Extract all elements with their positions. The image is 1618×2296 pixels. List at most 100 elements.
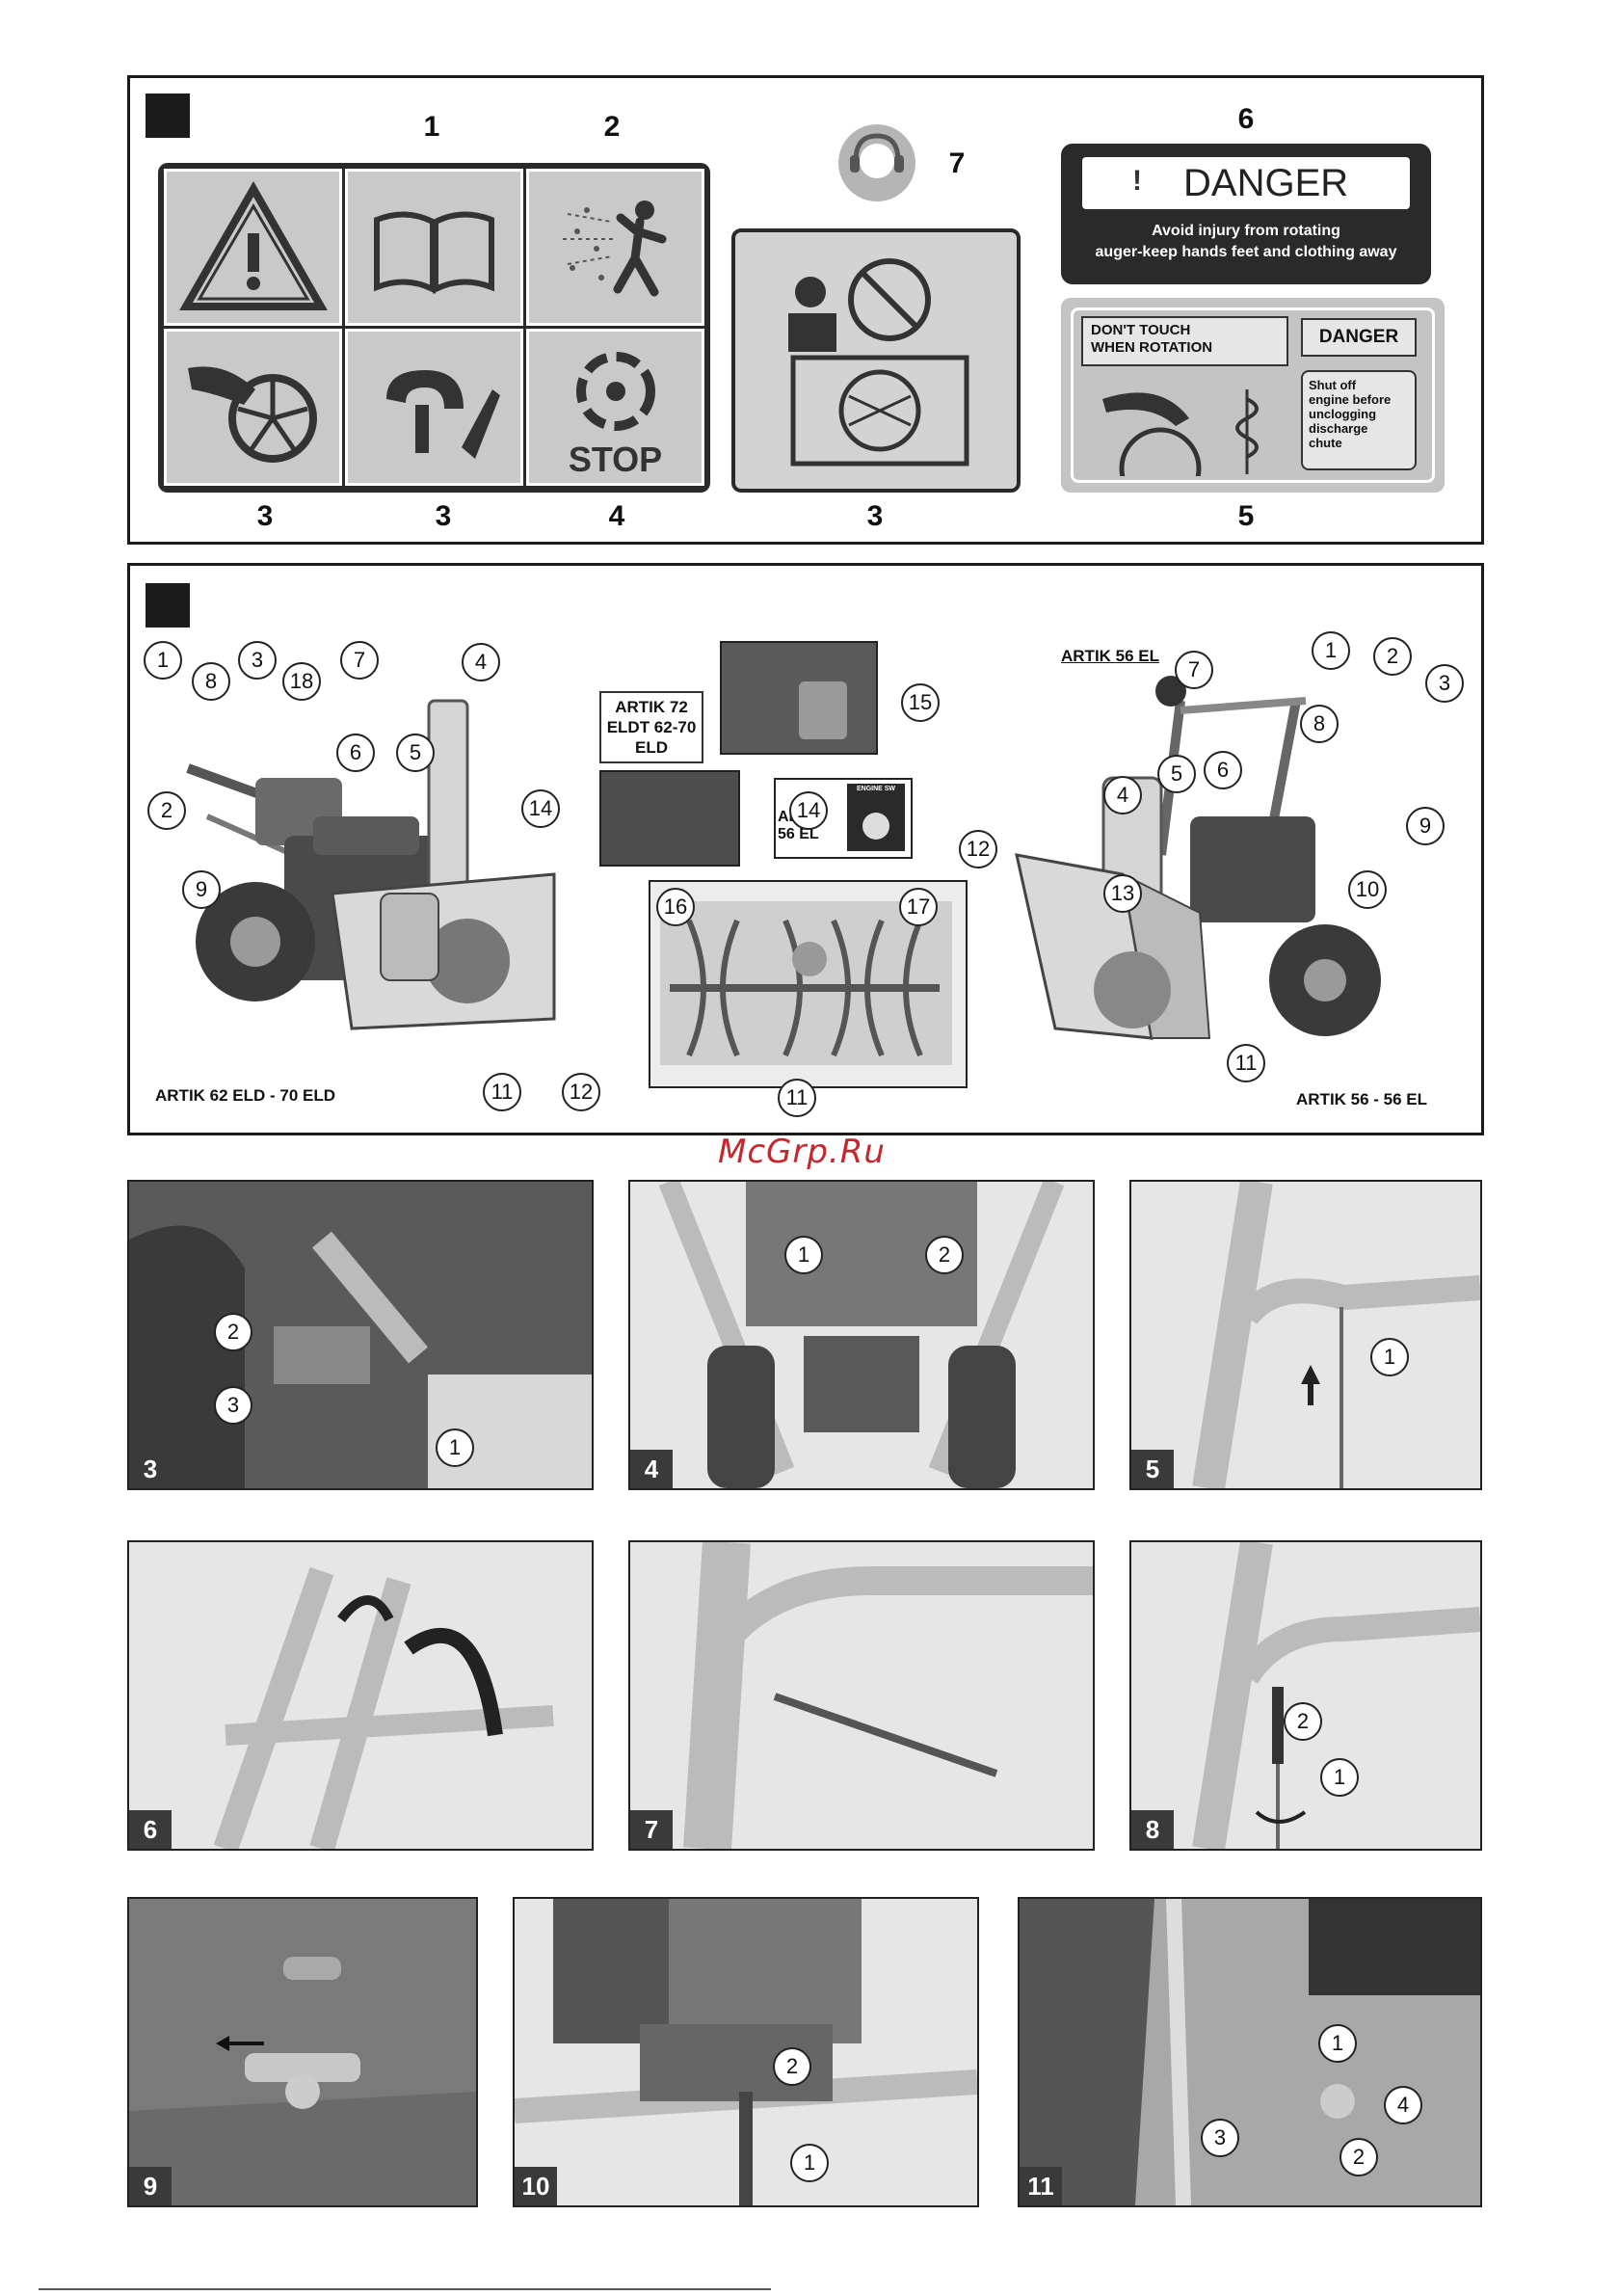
inset-72-label: ARTIK 72 ELDT 62-70 ELD [599,691,703,763]
panel-11-number: 11 [1020,2167,1062,2205]
panel-5-callout-1: 1 [1370,1338,1409,1376]
auger-hazard-pictogram [731,228,1021,493]
callout-1-right: 1 [1312,631,1350,670]
pictogram-grid: STOP [158,163,710,493]
panel-8-callout-1: 1 [1320,1758,1359,1797]
label-number-4: 4 [608,500,625,532]
panel-11-callout-4: 4 [1384,2086,1422,2124]
shut-off-text: Shut off engine before unclogging discha… [1309,378,1392,450]
warning-triangle-icon [164,169,342,326]
callout-8-right: 8 [1300,705,1339,743]
dont-touch-box: DON'T TOUCH WHEN ROTATION [1081,316,1288,366]
label-number-2: 2 [603,111,621,143]
panel-6: 6 [127,1540,594,1851]
engine-switch-label: ENGINE SW [856,786,896,792]
callout-14-inset: 14 [789,791,828,830]
callout-5-right: 5 [1157,755,1196,793]
warning-sign: DON'T TOUCH WHEN ROTATION DANGER Shut of… [1061,298,1445,493]
figure-2-marker [146,583,190,627]
callout-9-right: 9 [1406,807,1445,845]
panel-4-callout-2: 2 [925,1236,964,1274]
panel-8-callout-2: 2 [1284,1702,1322,1741]
model-label-56-el: ARTIK 56 EL [1061,647,1160,665]
page-footer-line [39,2288,771,2290]
panel-11-callout-1: 1 [1318,2024,1357,2063]
danger-line-2: auger-keep hands feet and clothing away [1095,244,1397,260]
panel-4-number: 4 [630,1450,673,1488]
panel-5: 1 5 [1129,1180,1482,1490]
panel-10-callout-2: 2 [773,2047,811,2086]
label-number-7: 7 [948,147,966,179]
model-label-56: ARTIK 56 - 56 EL [1296,1090,1428,1108]
panel-10-number: 10 [515,2167,557,2205]
label-number-3c: 3 [866,500,884,532]
snowblower-56-illustration [1015,676,1381,1040]
dont-touch-text: DON'T TOUCH WHEN ROTATION [1091,322,1213,356]
label-number-6: 6 [1237,103,1255,135]
snowblower-62-70-illustration [186,699,556,1030]
panel-8: 2 1 8 [1129,1540,1482,1851]
callout-2: 2 [147,791,186,830]
danger-title: DANGER [1183,162,1349,204]
callout-2-right: 2 [1373,637,1412,676]
label-number-3b: 3 [435,500,452,532]
panel-8-number: 8 [1131,1810,1174,1849]
panel-11-callout-3: 3 [1201,2119,1239,2157]
callout-6-right: 6 [1204,751,1242,789]
callout-15: 15 [901,683,940,722]
panel-7: 7 [628,1540,1095,1851]
callout-5: 5 [396,734,435,772]
callout-7: 7 [340,641,379,680]
callout-4-right: 4 [1103,776,1142,814]
callout-11-center: 11 [778,1079,816,1117]
danger-line-1: Avoid injury from rotating [1152,223,1340,239]
callout-12: 12 [562,1073,600,1111]
thrown-objects-icon [526,169,704,326]
callout-4: 4 [462,643,500,681]
panel-3-callout-3: 3 [214,1386,252,1425]
lever-shape [799,681,847,739]
callout-7-right: 7 [1175,651,1213,689]
label-number-5: 5 [1237,500,1255,532]
panel-5-number: 5 [1131,1450,1174,1488]
callout-1: 1 [144,641,182,680]
inset-72-photo [599,770,740,867]
label-number-1: 1 [423,111,440,143]
callout-6: 6 [336,734,375,772]
label-number-3a: 3 [256,500,274,532]
panel-4-callout-1: 1 [784,1236,823,1274]
stop-engine-icon: STOP [526,329,704,486]
figure-1-frame: 1 2 7 6 STOP 3 3 4 3 [127,75,1484,545]
callout-12-right: 12 [959,830,997,868]
model-label-62-70: ARTIK 62 ELD - 70 ELD [155,1086,336,1105]
panel-10: 2 1 10 [513,1897,979,2207]
callout-11-right: 11 [1227,1044,1265,1082]
callout-18: 18 [282,662,321,701]
stop-text: STOP [568,440,663,479]
inset-lever-photo [720,641,878,755]
chute-hand-icon [1102,389,1259,476]
callout-10-right: 10 [1348,870,1387,909]
figure-2-frame: ARTIK 72 ELDT 62-70 ELD ARTIK 56 EL ENGI… [127,563,1484,1135]
panel-10-callout-1: 1 [790,2144,829,2182]
danger-title-box: ! DANGER [1082,157,1410,209]
warning-danger-box: DANGER [1301,318,1417,357]
callout-13-right: 13 [1103,874,1142,913]
danger-sign: ! DANGER Avoid injury from rotating auge… [1061,144,1431,284]
panel-9-number: 9 [129,2167,172,2205]
panel-3-callout-1: 1 [436,1428,474,1467]
read-manual-icon [345,169,523,326]
callout-3-right: 3 [1425,664,1464,703]
watermark: McGrp.Ru [718,1133,886,1171]
panel-7-number: 7 [630,1810,673,1849]
figure-1-marker [146,93,190,138]
ear-protection-icon [838,124,915,201]
panel-3-callout-2: 2 [214,1313,252,1351]
callout-14: 14 [521,789,560,828]
panel-3: 2 3 1 3 [127,1180,594,1490]
panel-4: 1 2 4 [628,1180,1095,1490]
warning-inner: DON'T TOUCH WHEN ROTATION DANGER Shut of… [1071,307,1435,483]
panel-9: 9 [127,1897,478,2207]
panel-3-number: 3 [129,1450,172,1488]
callout-17: 17 [899,888,938,926]
